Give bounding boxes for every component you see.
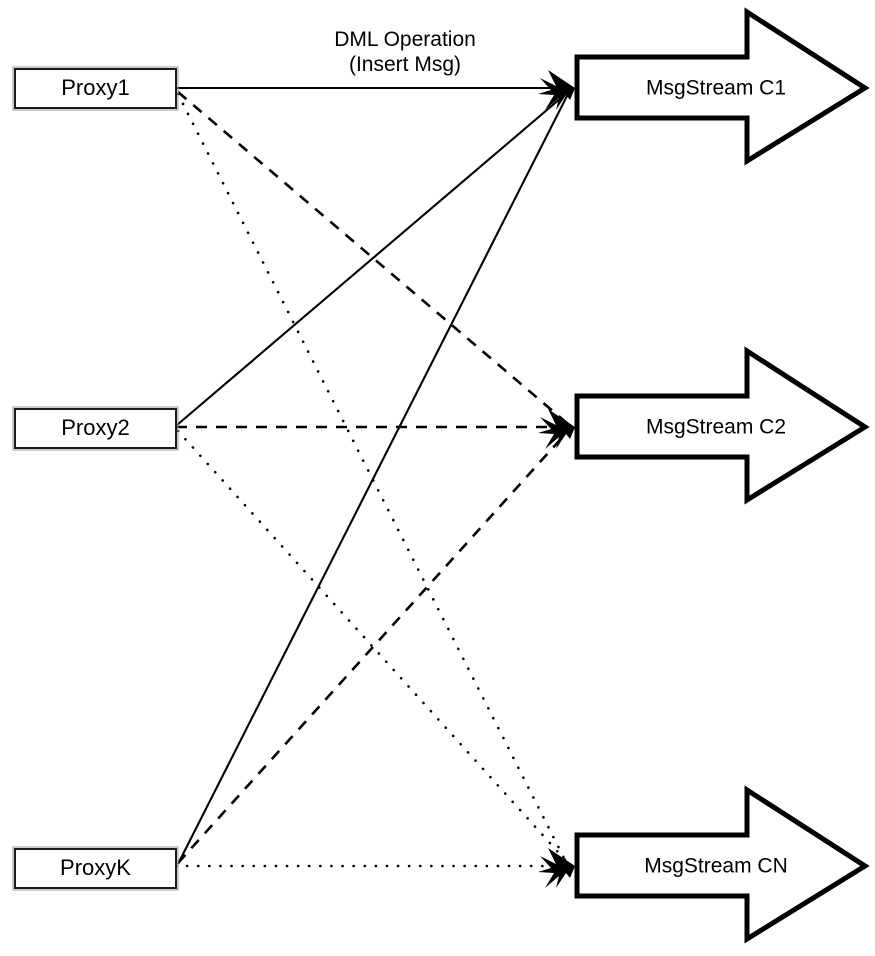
node-proxy2[interactable]: Proxy2 <box>12 406 179 451</box>
edge-proxy2-to-c1 <box>176 91 569 426</box>
arrowhead-c2 <box>538 409 575 449</box>
node-proxy2-label: Proxy2 <box>61 415 129 440</box>
node-proxy1[interactable]: Proxy1 <box>12 66 179 111</box>
edge-proxyk-to-c2 <box>177 430 569 864</box>
block-arrow-c2-shape <box>574 346 870 505</box>
node-msgstream-c2[interactable]: MsgStream C2 <box>574 346 870 505</box>
node-msgstream-c1-label: MsgStream C1 <box>646 77 786 100</box>
block-arrow-cn-shape <box>574 785 870 944</box>
node-proxy1-label: Proxy1 <box>61 75 129 100</box>
edge-label-dml-operation: DML Operation (Insert Msg) <box>334 28 476 76</box>
edge-group-proxy2 <box>176 91 569 864</box>
edge-label-line2: (Insert Msg) <box>349 53 461 76</box>
node-proxyk-label: ProxyK <box>60 855 131 880</box>
edge-proxy1-to-cn <box>176 92 568 864</box>
node-proxyk[interactable]: ProxyK <box>12 846 179 891</box>
block-arrow-c1-shape <box>574 7 870 166</box>
arrowhead-cn <box>538 848 575 888</box>
edge-label-line1: DML Operation <box>334 28 476 51</box>
node-msgstream-cn-label: MsgStream CN <box>644 855 788 878</box>
edge-group-proxyk <box>174 91 571 868</box>
node-msgstream-cn[interactable]: MsgStream CN <box>574 785 870 944</box>
node-msgstream-c1[interactable]: MsgStream C1 <box>574 7 870 166</box>
edge-group-proxy1 <box>176 86 569 864</box>
node-msgstream-c2-label: MsgStream C2 <box>646 416 786 439</box>
edge-proxy1-to-c2 <box>177 91 569 425</box>
edge-proxyk-to-c1 <box>177 91 570 865</box>
arrowhead-c1 <box>538 70 575 110</box>
